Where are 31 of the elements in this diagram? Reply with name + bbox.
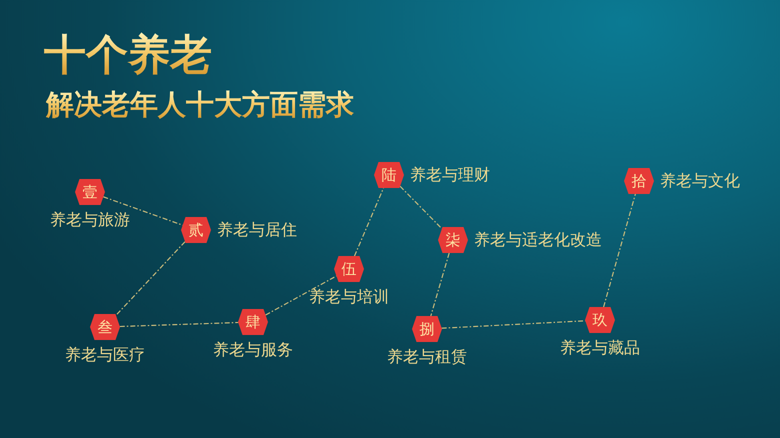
node-caption: 养老与理财 xyxy=(410,166,490,184)
node-caption: 养老与培训 xyxy=(309,288,389,306)
subtitle: 解决老年人十大方面需求 xyxy=(46,90,354,121)
connector-line xyxy=(400,186,442,230)
hexagon-node: 柒 xyxy=(438,227,468,253)
connector-line xyxy=(265,276,337,316)
hexagon-node: 陆 xyxy=(374,162,404,188)
connector-line xyxy=(120,322,238,328)
connector-line xyxy=(116,241,186,316)
hexagon-node: 壹 xyxy=(75,179,105,205)
connector-line xyxy=(442,320,586,329)
node-caption: 养老与服务 xyxy=(213,341,293,359)
node-caption: 养老与藏品 xyxy=(560,339,640,357)
connector-line xyxy=(430,252,450,316)
connector-line xyxy=(603,194,636,308)
connector-line xyxy=(354,188,384,256)
hexagon-node: 玖 xyxy=(585,307,615,333)
node-caption: 养老与居住 xyxy=(217,221,297,239)
node-caption: 养老与适老化改造 xyxy=(474,231,602,249)
hexagon-node: 拾 xyxy=(624,168,654,194)
node-caption: 养老与文化 xyxy=(660,172,740,190)
hexagon-node: 伍 xyxy=(334,256,364,282)
hexagon-node: 捌 xyxy=(412,316,442,342)
title: 十个养老 xyxy=(44,32,212,78)
hexagon-node: 贰 xyxy=(181,217,211,243)
node-caption: 养老与租赁 xyxy=(387,348,467,366)
hexagon-node: 肆 xyxy=(238,309,268,335)
node-caption: 养老与旅游 xyxy=(50,211,130,229)
node-caption: 养老与医疗 xyxy=(65,346,145,364)
hexagon-node: 叁 xyxy=(90,314,120,340)
connector-line xyxy=(103,196,183,226)
